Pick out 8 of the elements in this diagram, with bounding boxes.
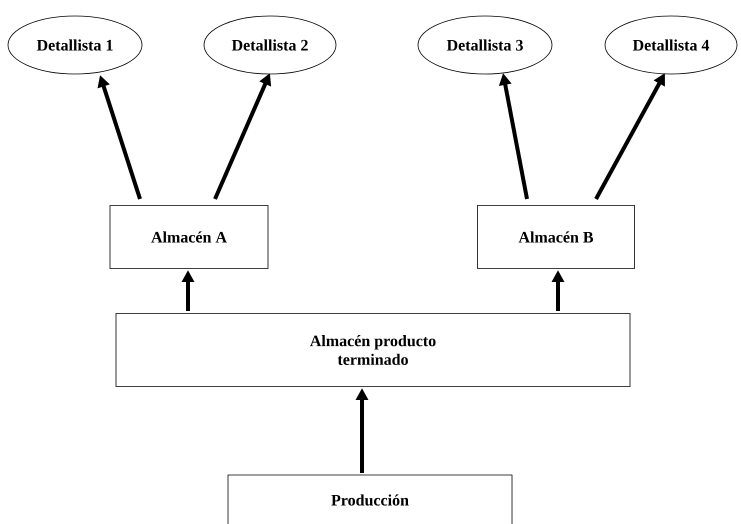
process-box: Almacén A: [110, 205, 268, 269]
process-box: Almacén producto terminado: [116, 313, 630, 387]
process-box: Producción: [228, 474, 512, 524]
ellipse-node: Detallista 3: [418, 16, 552, 74]
ellipse-node: Detallista 4: [604, 16, 738, 74]
ellipse-node: Detallista 1: [8, 16, 142, 74]
ellipse-node: Detallista 2: [204, 16, 336, 74]
process-box: Almacén B: [477, 205, 635, 269]
